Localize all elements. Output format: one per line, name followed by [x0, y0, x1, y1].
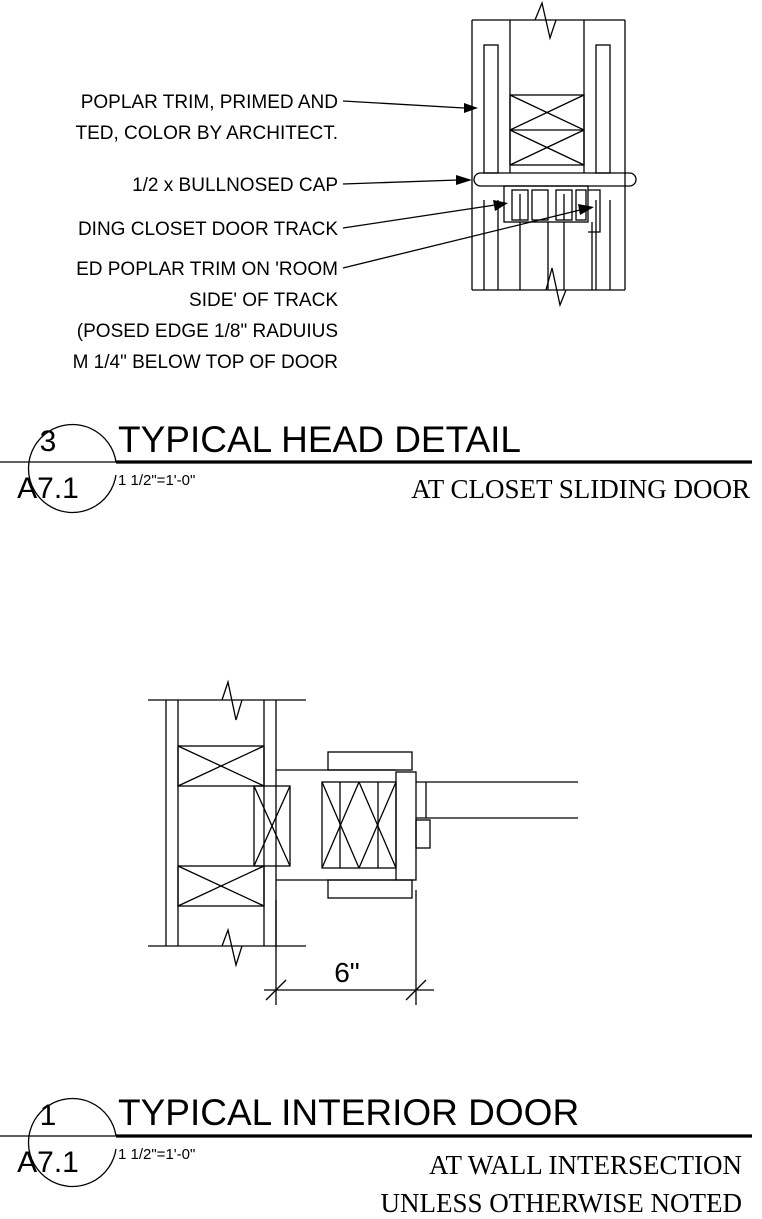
dimension-6in: 6" [334, 957, 360, 988]
label-bullnosed-cap: 1/2 x BULLNOSED CAP [132, 175, 338, 196]
head-detail-scale: 1 1/2"=1'-0" [118, 472, 195, 489]
interior-door-drawing [148, 679, 578, 1005]
sheet-ref-bottom: A7.1 [17, 1146, 79, 1179]
head-detail-drawing [471, 0, 637, 308]
label-room-trim-line2: SIDE' OF TRACK [189, 290, 338, 311]
interior-door-title-block: 1 A7.1 TYPICAL INTERIOR DOOR 1 1/2"=1'-0… [0, 1092, 752, 1218]
label-trim-line2: TED, COLOR BY ARCHITECT. [75, 123, 338, 144]
head-detail-subtitle: AT CLOSET SLIDING DOOR [411, 474, 750, 504]
sheet-ref-top: A7.1 [17, 472, 79, 505]
head-detail-title-block: 3 A7.1 TYPICAL HEAD DETAIL 1 1/2"=1'-0" … [0, 419, 752, 514]
detail-number-3: 3 [40, 425, 57, 458]
head-detail-title: TYPICAL HEAD DETAIL [118, 419, 521, 460]
label-room-trim-line3: (POSED EDGE 1/8" RADUIUS [77, 321, 338, 342]
label-room-trim-line4: M 1/4" BELOW TOP OF DOOR [73, 352, 338, 373]
interior-door-subtitle-1: AT WALL INTERSECTION [429, 1150, 742, 1180]
interior-door-scale: 1 1/2"=1'-0" [118, 1146, 195, 1163]
label-room-trim-line1: ED POPLAR TRIM ON 'ROOM [76, 259, 338, 280]
head-detail-leaders [342, 100, 594, 269]
detail-number-1: 1 [40, 1099, 57, 1132]
label-door-track: DING CLOSET DOOR TRACK [78, 219, 338, 240]
interior-door-subtitle-2: UNLESS OTHERWISE NOTED [381, 1188, 742, 1218]
interior-door-title: TYPICAL INTERIOR DOOR [118, 1092, 579, 1133]
label-trim-line1: POPLAR TRIM, PRIMED AND [81, 92, 338, 113]
head-detail-labels: POPLAR TRIM, PRIMED AND TED, COLOR BY AR… [73, 92, 339, 373]
